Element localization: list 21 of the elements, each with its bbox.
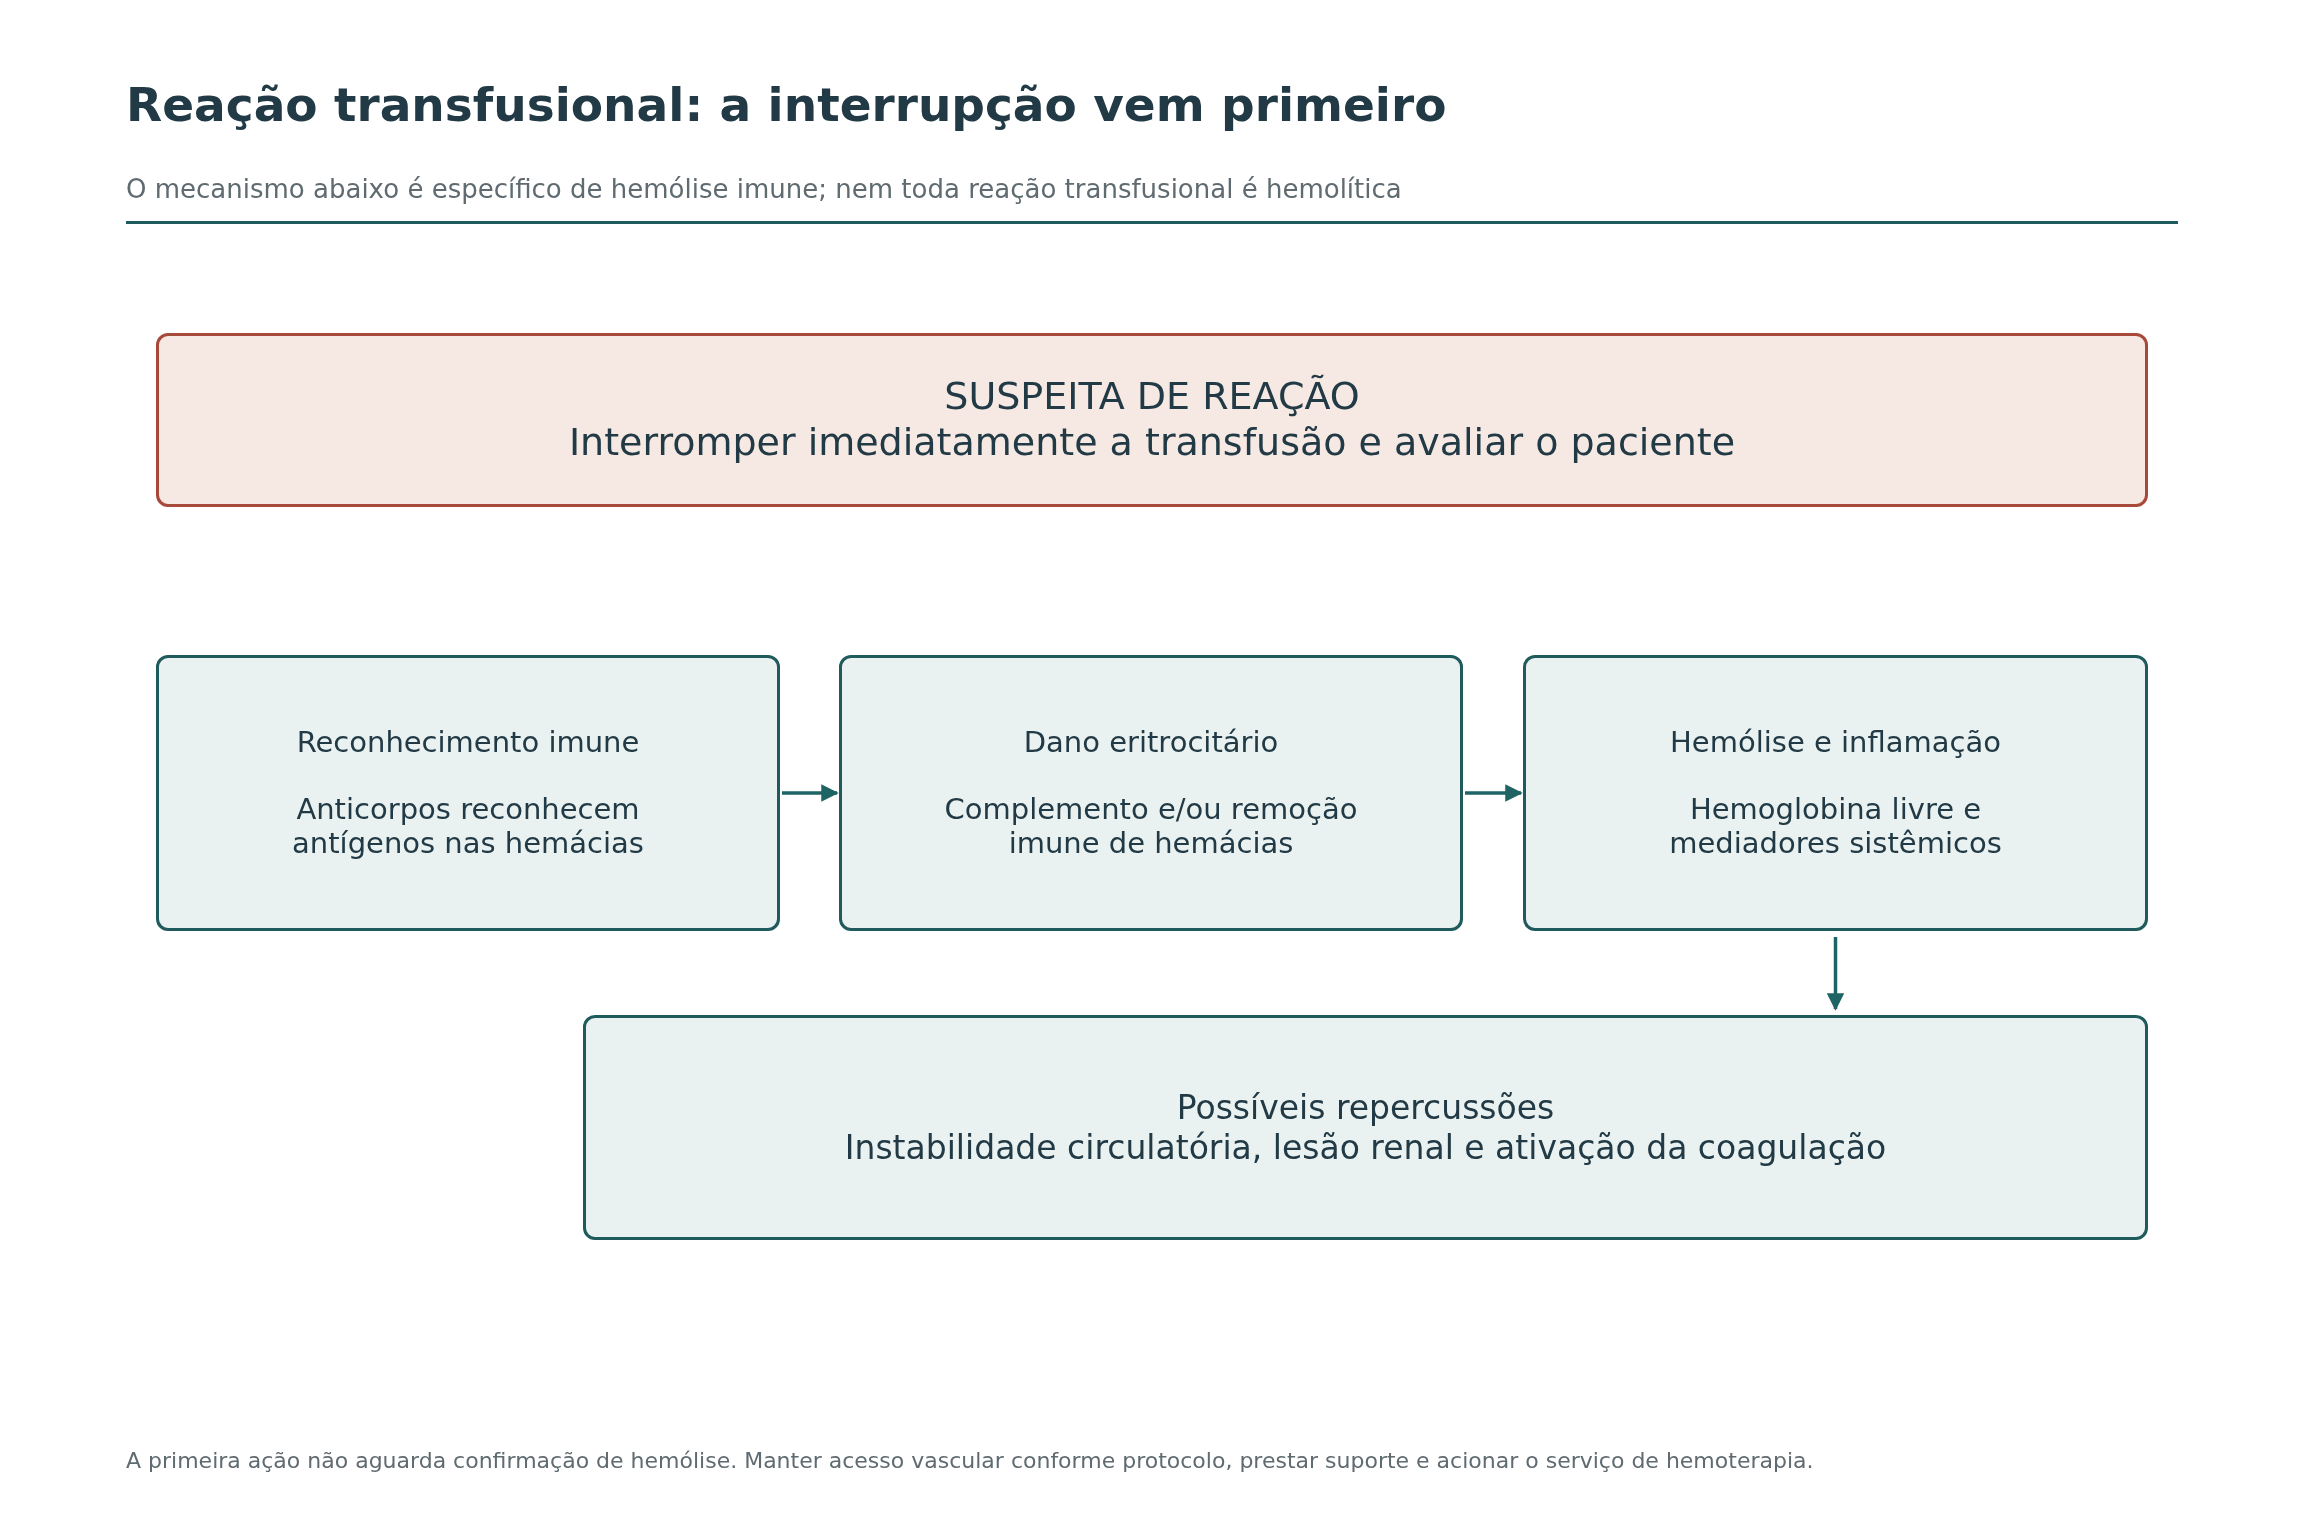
process-box (1523, 655, 2148, 931)
footnote: A primeira ação não aguarda confirmação de hemólise. Manter acesso vascular conforme protocolo, prestar suporte e acionar o serviço de hemoterapia. (126, 1447, 1814, 1475)
box-description: Interromper imediatamente a transfusão e avaliar o paciente (568, 420, 1736, 466)
arrow (782, 784, 839, 802)
alert-box (156, 333, 2148, 507)
arrow (1465, 784, 1523, 802)
box-description: Anticorpos reconhecem antígenos nas hemácias (291, 791, 645, 862)
box-heading: Dano eritrocitário (1023, 724, 1279, 760)
box-description: Hemoglobina livre e mediadores sistêmicos (1668, 791, 2003, 862)
process-box (583, 1015, 2148, 1240)
box-description: Instabilidade circulatória, lesão renal e ativação da coagulação (844, 1127, 1887, 1168)
box-heading: Reconhecimento imune (296, 724, 640, 760)
title: Reação transfusional: a interrupção vem primeiro (126, 76, 1447, 134)
box-heading: Hemólise e inflamação (1670, 724, 2001, 760)
box-heading: SUSPEITA DE REAÇÃO (944, 374, 1360, 420)
process-box (839, 655, 1463, 931)
subtitle: O mecanismo abaixo é específico de hemólise imune; nem toda reação transfusional é hemolítica (126, 173, 1402, 206)
process-box (156, 655, 780, 931)
box-heading: Possíveis repercussões (1176, 1087, 1555, 1128)
arrow (1826, 937, 1845, 1011)
box-description: Complemento e/ou remoção imune de hemácias (943, 791, 1359, 862)
